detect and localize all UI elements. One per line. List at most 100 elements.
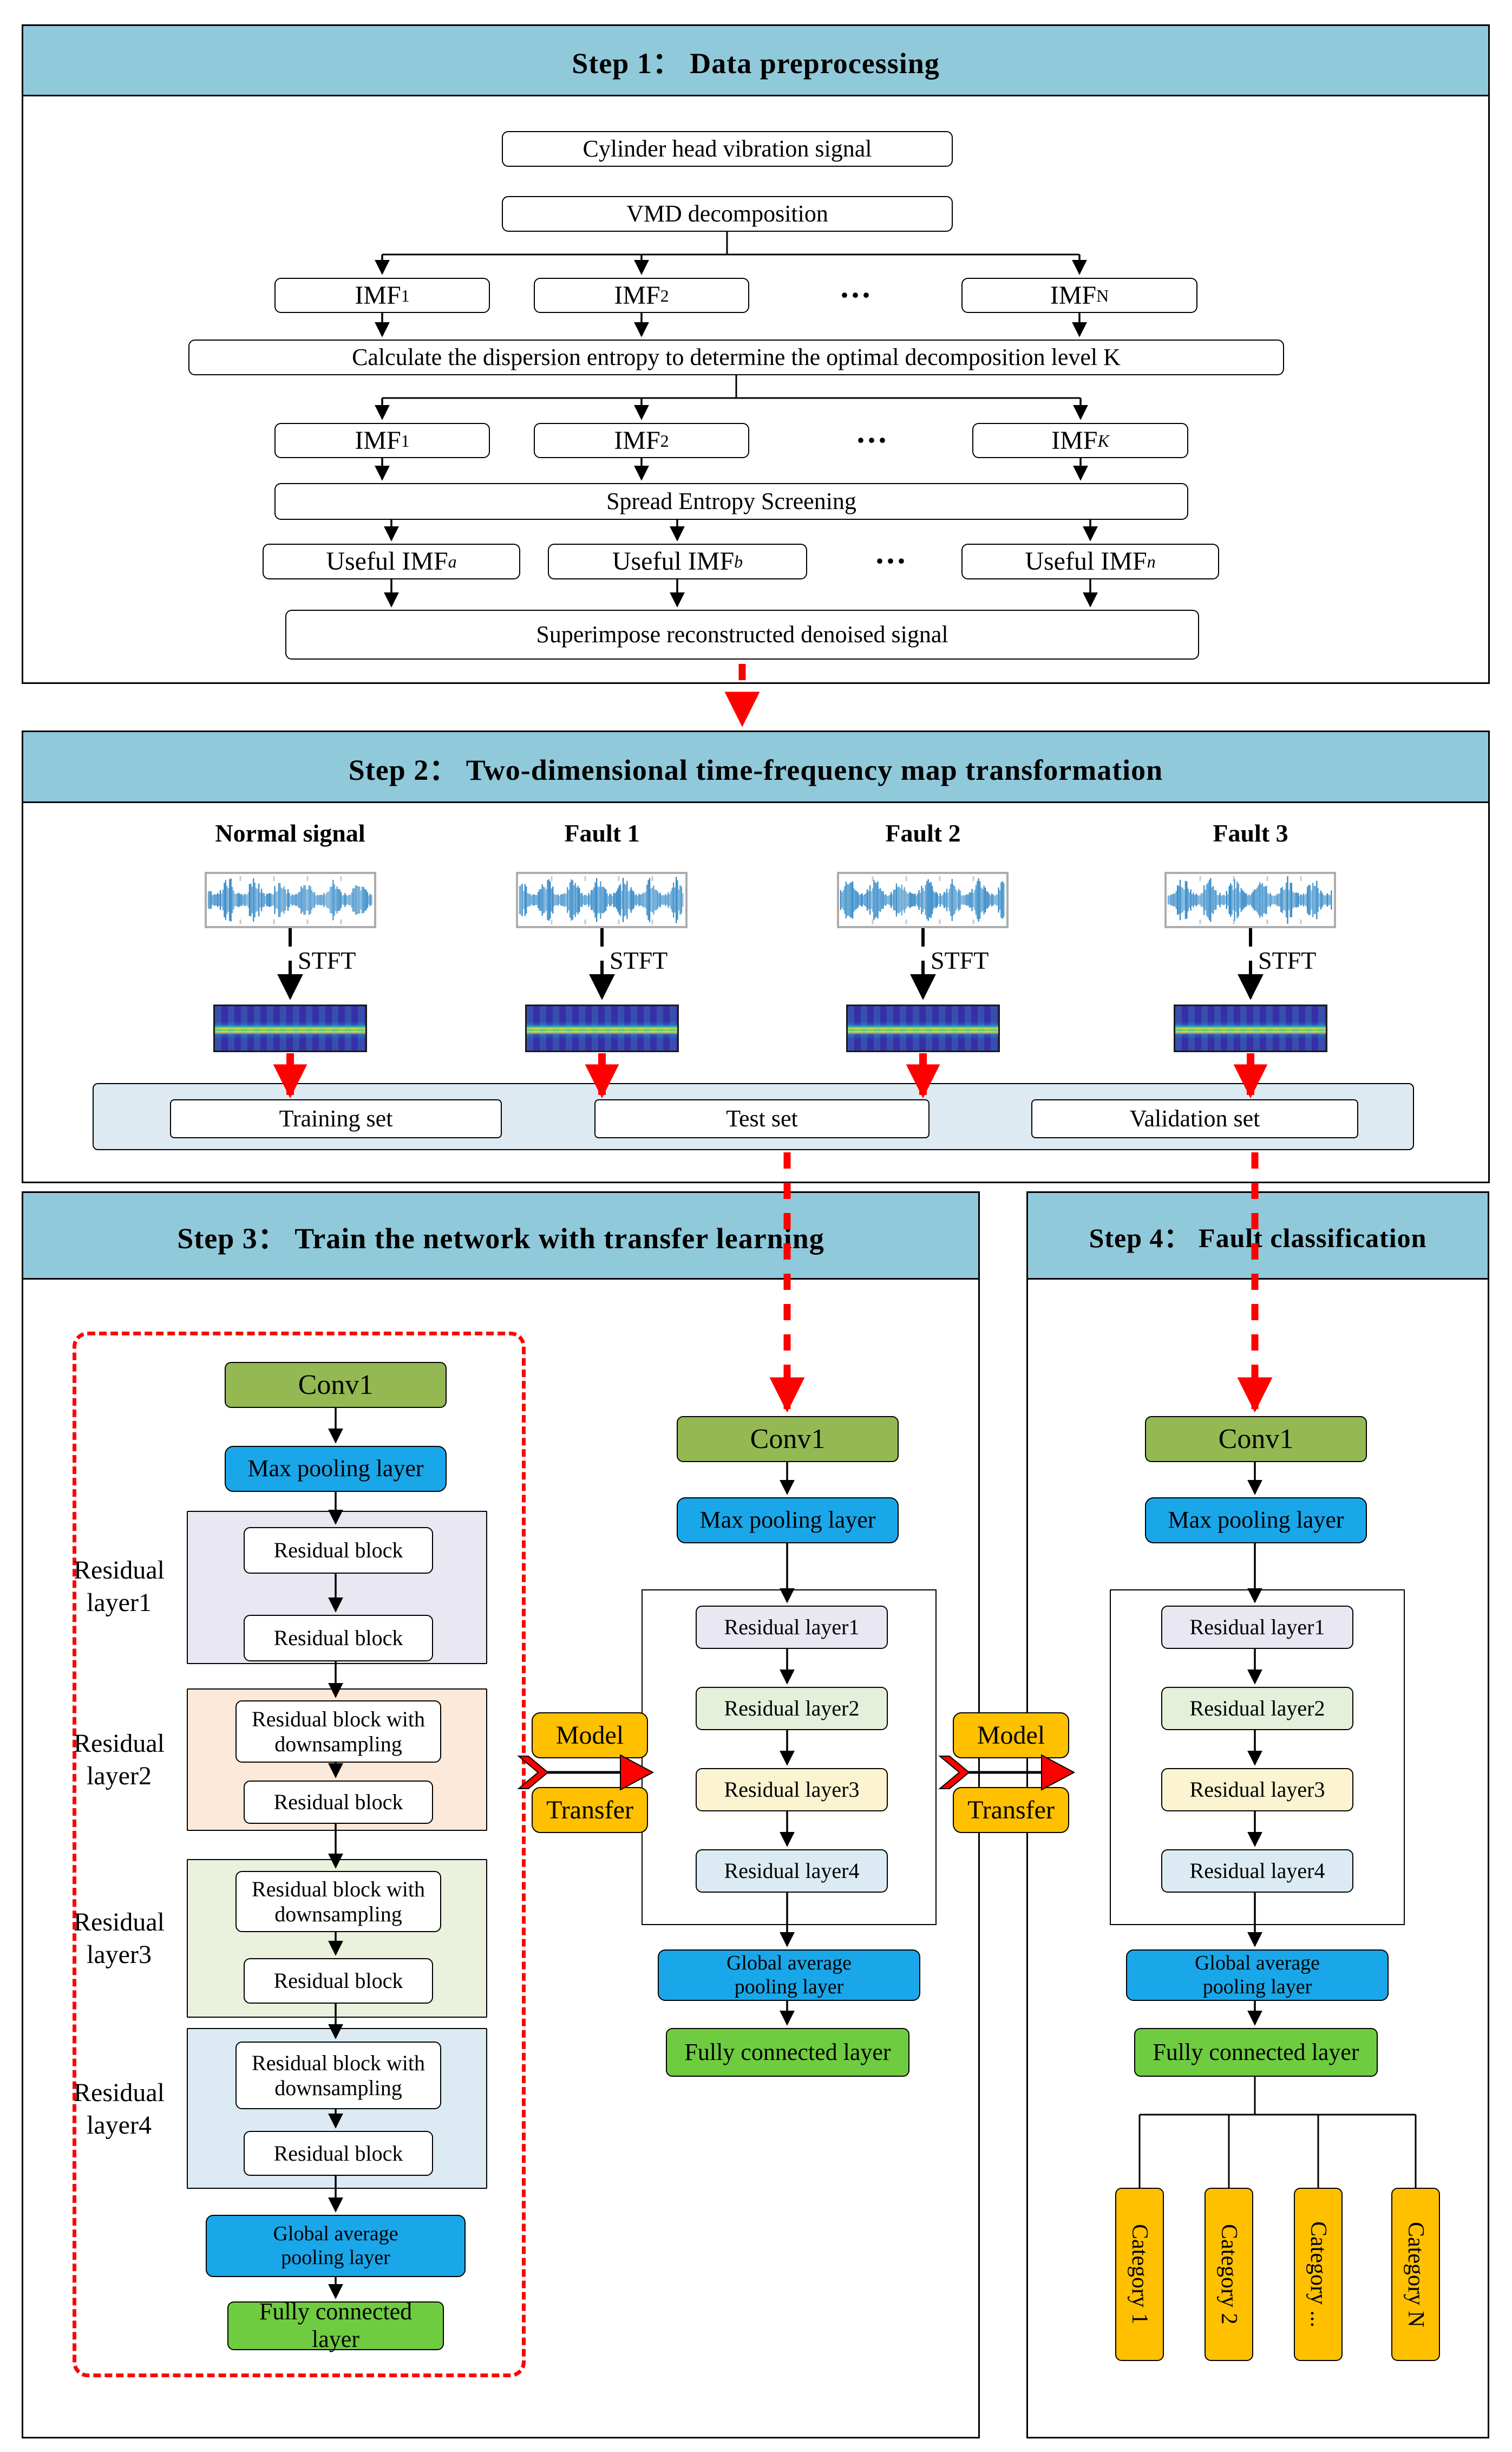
cylinder-head-vibration-signal-label: Cylinder head vibration signal bbox=[582, 135, 872, 162]
residual-layer1-box-target: Residual layer1 bbox=[696, 1606, 888, 1649]
superimpose-box: Superimpose reconstructed denoised signa… bbox=[285, 610, 1199, 660]
imfN-label: IMF bbox=[1050, 281, 1097, 310]
conv1-box-step4: Conv1 bbox=[1145, 1416, 1367, 1462]
residual-block-ds-3-label: Residual block with downsampling bbox=[252, 1876, 425, 1926]
fault2-label: Fault 2 bbox=[885, 819, 961, 847]
maxpool-box-step4: Max pooling layer bbox=[1145, 1497, 1367, 1543]
category-2-box: Category 2 bbox=[1205, 2188, 1253, 2361]
transfer-label-2: Transfer bbox=[967, 1795, 1055, 1824]
imf1-label: IMF bbox=[355, 281, 401, 310]
validation-set-label: Validation set bbox=[1129, 1105, 1260, 1132]
fc-step4-label: Fully connected layer bbox=[1153, 2038, 1359, 2065]
spread-entropy-screening-box: Spread Entropy Screening bbox=[274, 483, 1188, 520]
waveform-fault3-svg bbox=[1167, 876, 1332, 924]
residual-block-ds-4: Residual block with downsampling bbox=[235, 2042, 441, 2109]
spectrogram-fault2 bbox=[846, 1005, 1000, 1052]
waveform-normal-svg bbox=[207, 876, 372, 924]
waveform-fault1 bbox=[516, 872, 688, 928]
residual-layer4-box-step4: Residual layer4 bbox=[1161, 1849, 1353, 1893]
model-label-2: Model bbox=[977, 1720, 1045, 1750]
training-set-box: Training set bbox=[170, 1099, 502, 1138]
residual-block-1b: Residual block bbox=[244, 1615, 433, 1661]
maxpool-target-label: Max pooling layer bbox=[699, 1507, 876, 1534]
stft-label-3: STFT bbox=[931, 946, 989, 974]
fault1-label: Fault 1 bbox=[564, 819, 640, 847]
category-dots-box: Category ... bbox=[1294, 2188, 1343, 2361]
residual-layer3-side-label: Residual layer3 bbox=[74, 1908, 165, 1969]
conv1-target-label: Conv1 bbox=[750, 1423, 826, 1455]
normal-signal-label: Normal signal bbox=[215, 819, 365, 847]
step1-header-band: Step 1： Data preprocessing bbox=[23, 26, 1488, 96]
useful-imfb-label: Useful IMF bbox=[612, 547, 735, 576]
spectrogram-fault1 bbox=[525, 1005, 679, 1052]
residual-block-4: Residual block bbox=[244, 2131, 433, 2176]
fc-target-label: Fully connected layer bbox=[684, 2038, 891, 2065]
fc-box-step4: Fully connected layer bbox=[1134, 2028, 1378, 2077]
residual-layer2-step4-label: Residual layer2 bbox=[1189, 1696, 1325, 1720]
step2-title: Step 2： Two-dimensional time-frequency m… bbox=[348, 753, 1163, 786]
maxpool-step4-label: Max pooling layer bbox=[1168, 1507, 1344, 1534]
pretrained-model-dashed-frame bbox=[73, 1332, 526, 2377]
conv1-step4-label: Conv1 bbox=[1218, 1423, 1294, 1455]
category-2-label: Category 2 bbox=[1216, 2224, 1241, 2325]
validation-set-box: Validation set bbox=[1031, 1099, 1358, 1138]
conv1-source-label: Conv1 bbox=[298, 1369, 374, 1400]
ellipsis-row2: ··· bbox=[855, 422, 888, 458]
transfer-label-1: Transfer bbox=[546, 1795, 633, 1824]
residual-block-ds-2: Residual block with downsampling bbox=[235, 1700, 441, 1763]
residual-block-ds-4-label: Residual block with downsampling bbox=[252, 2050, 425, 2100]
conv1-box-target: Conv1 bbox=[677, 1416, 899, 1462]
training-set-label: Training set bbox=[279, 1105, 393, 1132]
waveform-normal-signal bbox=[205, 872, 376, 928]
model-box-1: Model bbox=[532, 1712, 648, 1758]
residual-block-ds-2-label: Residual block with downsampling bbox=[252, 1706, 425, 1756]
spectrogram-normal bbox=[213, 1005, 367, 1052]
residual-layer1-side-label: Residual layer1 bbox=[74, 1556, 165, 1617]
fc-box-target: Fully connected layer bbox=[666, 2028, 909, 2077]
gap-source-line2: pooling layer bbox=[281, 2246, 390, 2269]
category-n-label: Category N bbox=[1403, 2221, 1428, 2327]
residual-layer3-target-label: Residual layer3 bbox=[724, 1777, 860, 1802]
maxpool-box-target: Max pooling layer bbox=[677, 1497, 899, 1543]
residual-block-2: Residual block bbox=[244, 1781, 433, 1824]
transfer-box-1: Transfer bbox=[532, 1787, 648, 1833]
waveform-fault2-svg bbox=[840, 876, 1005, 924]
residual-block-1a-label: Residual block bbox=[273, 1538, 403, 1562]
calculate-dispersion-entropy-box: Calculate the dispersion entropy to dete… bbox=[188, 340, 1284, 375]
maxpool-box-source: Max pooling layer bbox=[225, 1446, 447, 1492]
vmd-decomposition-label: VMD decomposition bbox=[626, 200, 828, 227]
residual-layer4-box-target: Residual layer4 bbox=[696, 1849, 888, 1893]
step4-title: Step 4： Fault classification bbox=[1089, 1222, 1427, 1253]
stft-label-4: STFT bbox=[1258, 946, 1317, 974]
test-set-label: Test set bbox=[726, 1105, 798, 1132]
imf2-label: IMF bbox=[614, 281, 660, 310]
waveform-fault2 bbox=[837, 872, 1009, 928]
model-label-1: Model bbox=[555, 1720, 624, 1750]
residual-layer2-side-label: Residual layer2 bbox=[74, 1729, 165, 1790]
waveform-fault3 bbox=[1164, 872, 1336, 928]
category-n-box: Category N bbox=[1391, 2188, 1440, 2361]
residual-layer1-box-step4: Residual layer1 bbox=[1161, 1606, 1353, 1649]
useful-imfa-label: Useful IMF bbox=[326, 547, 448, 576]
residual-layer2-box-step4: Residual layer2 bbox=[1161, 1687, 1353, 1730]
spectrogram-fault3 bbox=[1174, 1005, 1327, 1052]
spread-entropy-screening-label: Spread Entropy Screening bbox=[606, 487, 856, 514]
step1-title: Step 1： Data preprocessing bbox=[572, 47, 940, 80]
test-set-box: Test set bbox=[594, 1099, 930, 1138]
residual-layer2-target-label: Residual layer2 bbox=[724, 1696, 860, 1720]
residual-block-ds-3: Residual block with downsampling bbox=[235, 1871, 441, 1932]
category-1-label: Category 1 bbox=[1127, 2224, 1152, 2325]
transfer-box-2: Transfer bbox=[953, 1787, 1069, 1833]
category-dots-label: Category ... bbox=[1306, 2221, 1331, 2327]
